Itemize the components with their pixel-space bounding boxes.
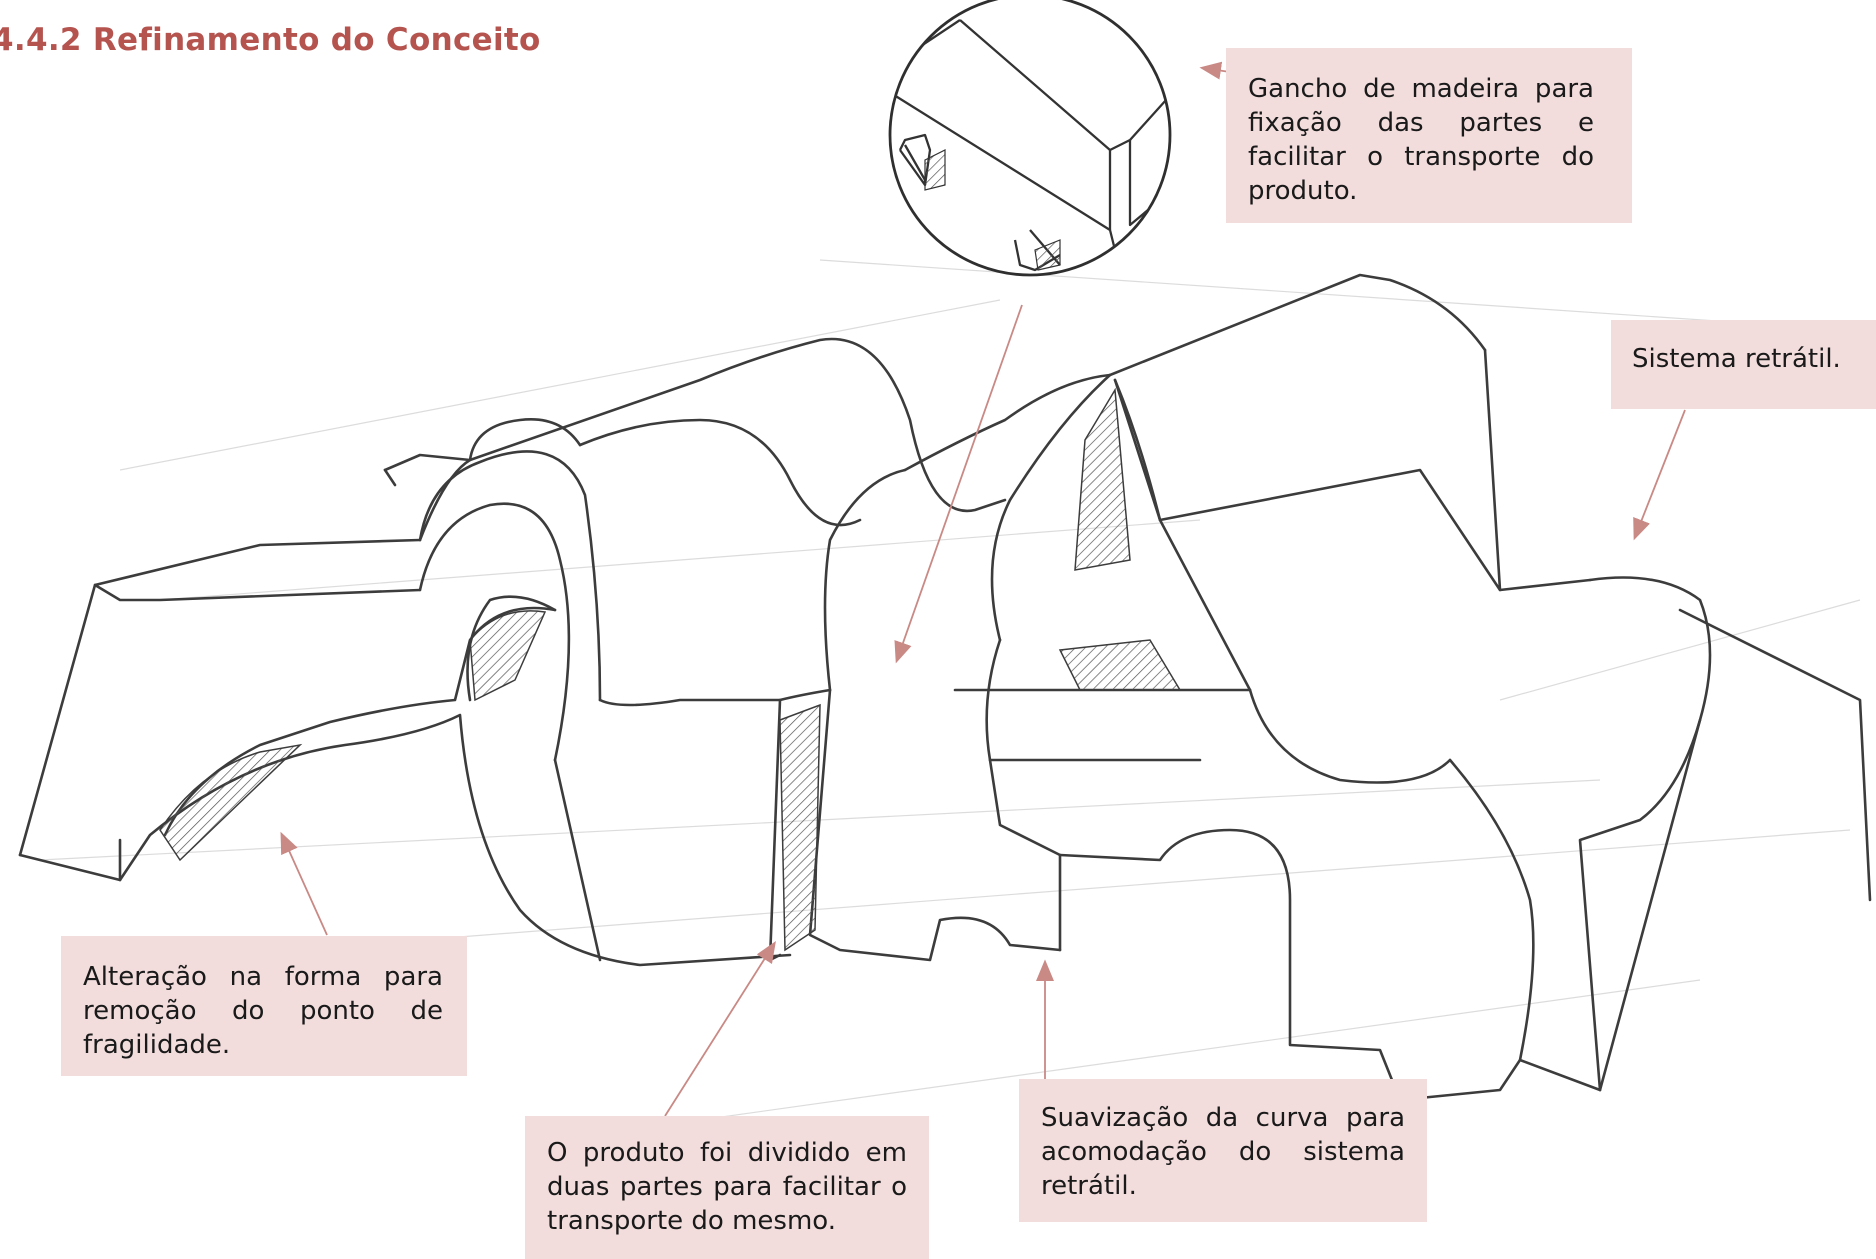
section-heading: 4.4.2 Refinamento do Conceito [0,22,541,58]
annotation-retractable-text: Sistema retrátil. [1632,344,1841,374]
annotation-form-change: Alteração na forma para remoção do ponto… [61,936,467,1076]
annotation-hook-text: Gancho de madeira para fixação das parte… [1248,74,1594,206]
annotation-divided-text: O produto foi dividido em duas partes pa… [547,1138,907,1236]
annotation-retractable: Sistema retrátil. [1611,320,1876,409]
annotation-curve-text: Suavização da curva para acomodação do s… [1041,1103,1405,1201]
annotation-hook: Gancho de madeira para fixação das parte… [1226,48,1632,223]
annotation-divided: O produto foi dividido em duas partes pa… [525,1116,929,1259]
annotation-curve: Suavização da curva para acomodação do s… [1019,1079,1427,1222]
annotation-form-change-text: Alteração na forma para remoção do ponto… [83,962,443,1060]
